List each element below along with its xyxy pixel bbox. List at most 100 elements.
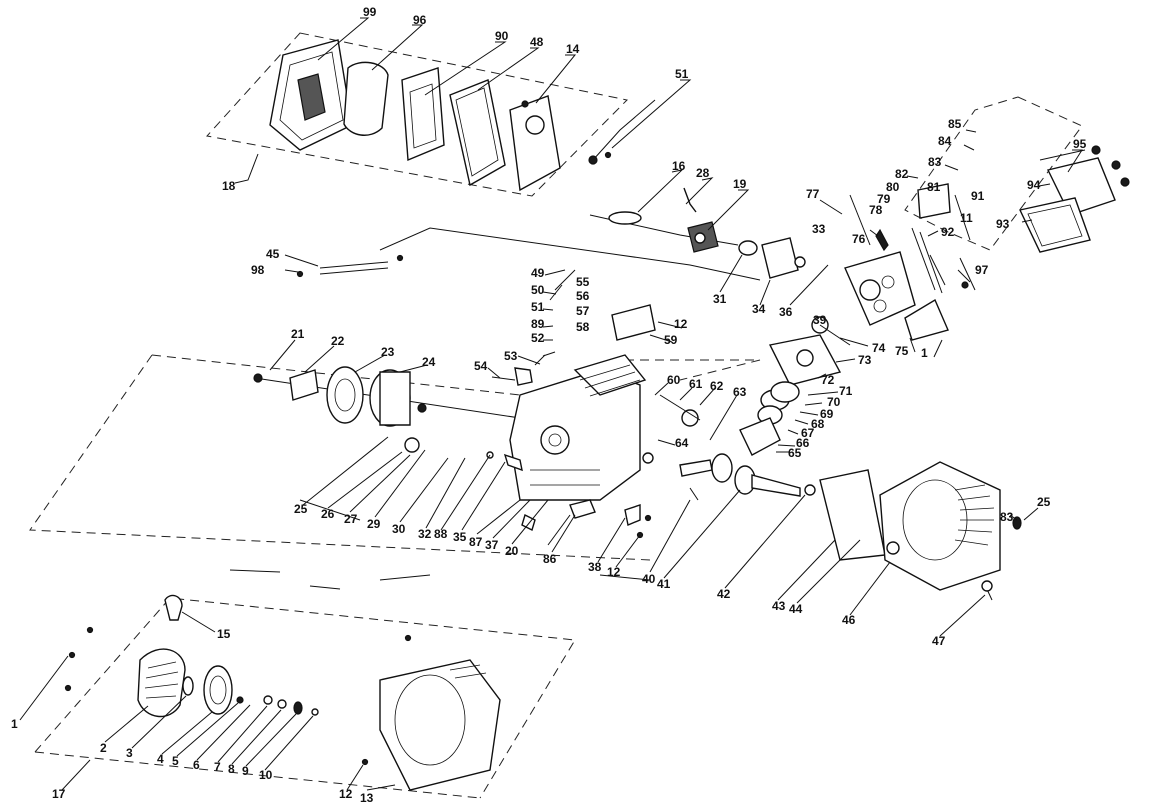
callout-17: 17 <box>52 787 66 801</box>
callout-92: 92 <box>941 225 955 239</box>
callout-42: 42 <box>717 587 731 601</box>
callout-71: 71 <box>839 384 853 398</box>
callout-20: 20 <box>505 544 519 558</box>
governor-bracket-12 <box>611 304 656 341</box>
crankcase-cover-46 <box>879 461 1001 591</box>
flywheel-24 <box>369 369 411 427</box>
recoil-starter-outline <box>34 597 576 799</box>
part-38 <box>624 504 641 526</box>
callout-6: 6 <box>193 758 200 772</box>
nut-51 <box>588 155 598 165</box>
spring-3 <box>182 676 194 696</box>
callout-82: 82 <box>895 167 909 181</box>
callout-86: 86 <box>543 552 557 566</box>
callout-81: 81 <box>927 180 941 194</box>
callout-labels: 99 96 90 48 14 51 18 16 28 19 85 84 95 8… <box>11 5 1087 805</box>
crankcase-gasket-43 <box>819 469 886 561</box>
air-filter-element <box>343 61 389 136</box>
push-rod-92 <box>911 227 936 291</box>
air-filter-housing <box>269 39 353 151</box>
assembly-outlines <box>29 32 1083 799</box>
breather-tube <box>1039 149 1086 161</box>
callout-15: 15 <box>217 627 231 641</box>
callout-91: 91 <box>971 189 985 203</box>
callout-70: 70 <box>827 395 841 409</box>
callout-35: 35 <box>453 530 467 544</box>
callout-69: 69 <box>820 407 834 421</box>
callout-49: 49 <box>531 266 545 280</box>
callout-13: 13 <box>360 791 374 805</box>
callout-98: 98 <box>251 263 265 277</box>
callout-97: 97 <box>975 263 989 277</box>
air-filter-gasket <box>449 79 506 187</box>
callout-43: 43 <box>772 599 786 613</box>
bearing-64 <box>642 452 654 464</box>
callout-41: 41 <box>657 577 671 591</box>
callout-16: 16 <box>672 159 686 173</box>
callout-31: 31 <box>713 292 727 306</box>
callout-27: 27 <box>344 512 358 526</box>
air-filter-base <box>509 95 561 192</box>
callout-33: 33 <box>812 222 826 236</box>
callout-61: 61 <box>689 377 703 391</box>
callout-25b: 25 <box>1037 495 1051 509</box>
parts <box>64 39 1130 791</box>
callout-51: 51 <box>675 67 689 81</box>
crankcase <box>509 354 647 501</box>
callout-10: 10 <box>259 768 273 782</box>
callout-64: 64 <box>675 436 689 450</box>
oil-sensor-86 <box>569 499 596 519</box>
callout-60: 60 <box>667 373 681 387</box>
callout-99: 99 <box>363 5 377 19</box>
starter-cup-22 <box>289 369 319 401</box>
callout-39: 39 <box>813 313 827 327</box>
callout-2: 2 <box>100 741 107 755</box>
callout-50: 50 <box>531 283 545 297</box>
callout-89: 89 <box>531 317 545 331</box>
intake-manifold-34 <box>761 237 799 279</box>
callout-90: 90 <box>495 29 509 43</box>
callout-36: 36 <box>779 305 793 319</box>
callout-25a: 25 <box>294 502 308 516</box>
callout-7: 7 <box>214 760 221 774</box>
callout-55: 55 <box>576 275 590 289</box>
carburetor-gasket <box>608 211 642 225</box>
callout-5: 5 <box>172 754 179 768</box>
gear-27 <box>404 437 420 453</box>
callout-65: 65 <box>788 446 802 460</box>
callout-24: 24 <box>422 355 436 369</box>
callout-83b: 83 <box>1000 510 1014 524</box>
carburetor <box>687 221 719 253</box>
filter-bracket <box>401 67 445 162</box>
callout-84: 84 <box>938 134 952 148</box>
callout-19: 19 <box>733 177 747 191</box>
recoil-pulley-4 <box>203 665 233 715</box>
starter-housing-2 <box>137 648 186 718</box>
callout-32: 32 <box>418 527 432 541</box>
callout-79: 79 <box>877 192 891 206</box>
starter-handle-15 <box>164 594 183 621</box>
callout-87: 87 <box>469 535 483 549</box>
callout-44: 44 <box>789 602 803 616</box>
callout-80: 80 <box>886 180 900 194</box>
callout-72: 72 <box>821 373 835 387</box>
callout-77: 77 <box>806 187 820 201</box>
leader-lines <box>19 17 1083 791</box>
cylinder-head <box>844 251 916 326</box>
piston <box>757 381 800 425</box>
camshaft-62 <box>681 409 699 427</box>
callout-76: 76 <box>852 232 866 246</box>
callout-1a: 1 <box>921 346 928 360</box>
callout-26: 26 <box>321 507 335 521</box>
flywheel-23 <box>326 366 364 424</box>
callout-67: 67 <box>801 426 815 440</box>
callout-34: 34 <box>752 302 766 316</box>
callout-4: 4 <box>157 752 164 766</box>
callout-46: 46 <box>842 613 856 627</box>
callout-74: 74 <box>872 341 886 355</box>
callout-93: 93 <box>996 217 1010 231</box>
callout-38: 38 <box>588 560 602 574</box>
callout-54: 54 <box>474 359 488 373</box>
air-filter-assembly-outline <box>206 32 629 197</box>
